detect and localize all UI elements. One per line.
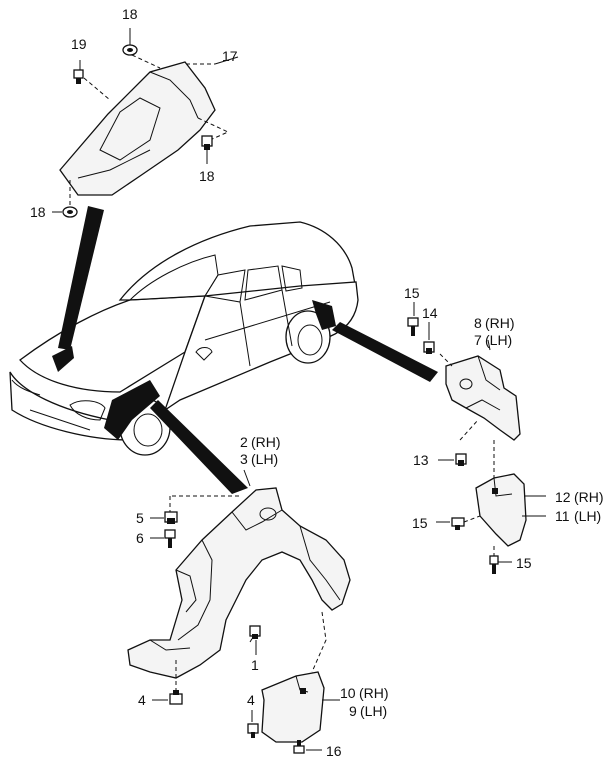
- fastener-4-screw-left: [169, 690, 183, 705]
- label-12-side: (RH): [574, 489, 604, 505]
- label-14: 14: [422, 305, 438, 321]
- fastener-1-clip: [249, 625, 261, 639]
- label-16: 16: [326, 743, 342, 759]
- label-9: 9: [349, 703, 357, 719]
- part-11-12-rear-mud-guard: [475, 473, 527, 547]
- label-8: 8: [474, 315, 482, 331]
- label-13: 13: [413, 452, 429, 468]
- label-11-side: (LH): [574, 508, 601, 524]
- label-4-right: 4: [247, 692, 255, 708]
- label-15-top: 15: [404, 285, 420, 301]
- label-19: 19: [71, 36, 87, 52]
- part-17-shield: [59, 61, 216, 196]
- fastener-15-screw-mid: [451, 517, 465, 530]
- label-18-right: 18: [199, 168, 215, 184]
- leader-to-parts-7-8: [332, 322, 438, 382]
- label-8-side: (RH): [485, 315, 515, 331]
- label-1: 1: [251, 657, 259, 673]
- fastener-15-screw-top: [407, 317, 419, 336]
- fastener-5-clip: [164, 511, 178, 524]
- label-2: 2: [240, 434, 248, 450]
- label-12: 12: [555, 489, 571, 505]
- fastener-6-screw: [164, 529, 176, 548]
- label-10: 10: [340, 685, 356, 701]
- label-2-side: (RH): [251, 434, 281, 450]
- label-4-left: 4: [138, 692, 146, 708]
- fastener-16-screw: [293, 740, 305, 754]
- label-15-bottom: 15: [516, 555, 532, 571]
- label-18-top: 18: [122, 6, 138, 22]
- label-18-left: 18: [30, 204, 46, 220]
- part-2-3-fender-liner: [127, 487, 351, 679]
- leader-to-part-17: [58, 206, 104, 350]
- fastener-18-nut-top: [122, 44, 138, 56]
- label-11: 11: [555, 508, 570, 524]
- label-15-mid: 15: [412, 515, 428, 531]
- label-10-side: (RH): [359, 685, 389, 701]
- fastener-15-screw-bottom: [489, 555, 499, 574]
- label-7: 7: [474, 332, 482, 348]
- label-7-side: (LH): [485, 332, 512, 348]
- leader-to-parts-2-3: [150, 400, 248, 494]
- fastener-18-nut-left: [62, 206, 78, 218]
- part-9-10-mud-guard: [261, 671, 325, 743]
- label-17: 17: [222, 48, 238, 64]
- fastener-14-clip: [423, 341, 435, 354]
- label-9-side: (LH): [360, 703, 387, 719]
- label-3: 3: [240, 451, 248, 467]
- label-6: 6: [136, 530, 144, 546]
- fastener-4-screw-right: [247, 723, 259, 738]
- fastener-19-screw: [73, 69, 84, 84]
- fastener-18-nut-right: [201, 135, 213, 150]
- callout-labels: 1 2 (RH) 3 (LH) 4 4 5 6 7 (LH) 8 (RH) 9 …: [30, 6, 604, 759]
- car-illustration: [9, 221, 359, 456]
- label-3-side: (LH): [251, 451, 278, 467]
- part-7-8-rear-liner: [445, 355, 521, 441]
- fastener-13-clip: [455, 453, 467, 466]
- label-5: 5: [136, 510, 144, 526]
